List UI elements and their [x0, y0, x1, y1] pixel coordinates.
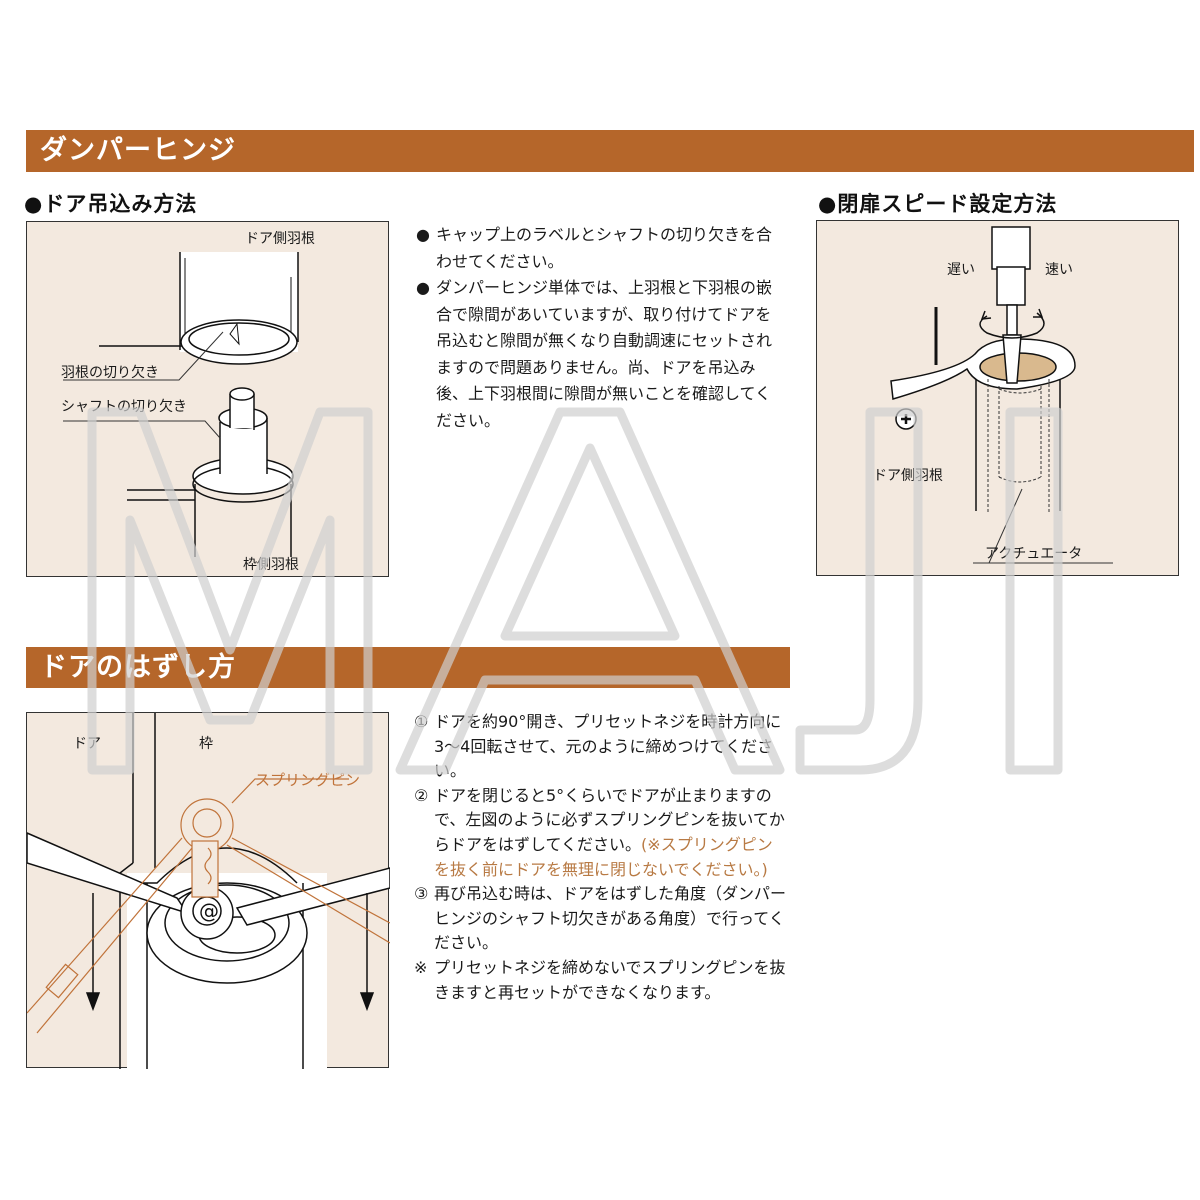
- step-item: ① ドアを約90°開き、プリセットネジを時計方向に3〜4回転させて、元のように締…: [414, 712, 782, 781]
- spring-pin-removal-illustration: @: [27, 713, 390, 1069]
- label-shaft-notch: シャフトの切り欠き: [61, 399, 187, 415]
- label-fast: 速い: [1045, 262, 1073, 278]
- diagram-closing-speed: 遅い 速い ドア側羽根 アクチュエータ: [816, 220, 1179, 576]
- label-door-side-leaf: ドア側羽根: [873, 468, 943, 484]
- label-frame-side-leaf: 枠側羽根: [243, 557, 299, 573]
- label-actuator: アクチュエータ: [985, 546, 1083, 562]
- diagram-door-hanging: ドア側羽根 羽根の切り欠き シャフトの切り欠き 枠側羽根: [26, 221, 389, 577]
- caution-note: (※スプリングピンを抜く前にドアを無理に閉じないでください。): [434, 834, 773, 879]
- diagram-door-removal: @ ドア 枠 スプリングピン: [26, 712, 390, 1069]
- door-hanging-instructions: ● キャップ上のラベルとシャフトの切り欠きを合わせてください。 ● ダンパーヒン…: [416, 222, 786, 434]
- warning-note: ※ プリセットネジを締めないでスプリングピンを抜きますと再セットができなくなりま…: [414, 957, 786, 1002]
- step-item: ③ 再び吊込む時は、ドアをはずした角度（ダンパーヒンジのシャフト切欠きがある角度…: [414, 884, 787, 953]
- label-spring-pin: スプリングピン: [255, 771, 361, 789]
- step-item: ② ドアを閉じると5°くらいでドアが止まりますので、左図のように必ずスプリングピ…: [414, 785, 785, 879]
- instruction-item: ● ダンパーヒンジ単体では、上羽根と下羽根の嵌合で隙間があいていますが、取り付け…: [416, 278, 773, 430]
- section-header-door-removal: ドアのはずし方: [26, 647, 790, 688]
- door-removal-steps: ① ドアを約90°開き、プリセットネジを時計方向に3〜4回転させて、元のように締…: [414, 710, 786, 1005]
- label-slow: 遅い: [947, 262, 975, 278]
- label-frame: 枠: [199, 736, 213, 752]
- label-door-side-leaf: ドア側羽根: [245, 231, 315, 247]
- section-header-damper-hinge: ダンパーヒンジ: [26, 130, 1194, 172]
- label-door: ドア: [73, 736, 101, 752]
- heading-door-hanging: ●ドア吊込み方法: [24, 192, 198, 216]
- label-leaf-notch: 羽根の切り欠き: [61, 365, 159, 381]
- speed-adjust-illustration: [890, 226, 1113, 564]
- svg-text:@: @: [199, 899, 219, 923]
- instruction-item: ● キャップ上のラベルとシャフトの切り欠きを合わせてください。: [416, 225, 773, 271]
- heading-closing-speed: ●閉扉スピード設定方法: [818, 192, 1058, 216]
